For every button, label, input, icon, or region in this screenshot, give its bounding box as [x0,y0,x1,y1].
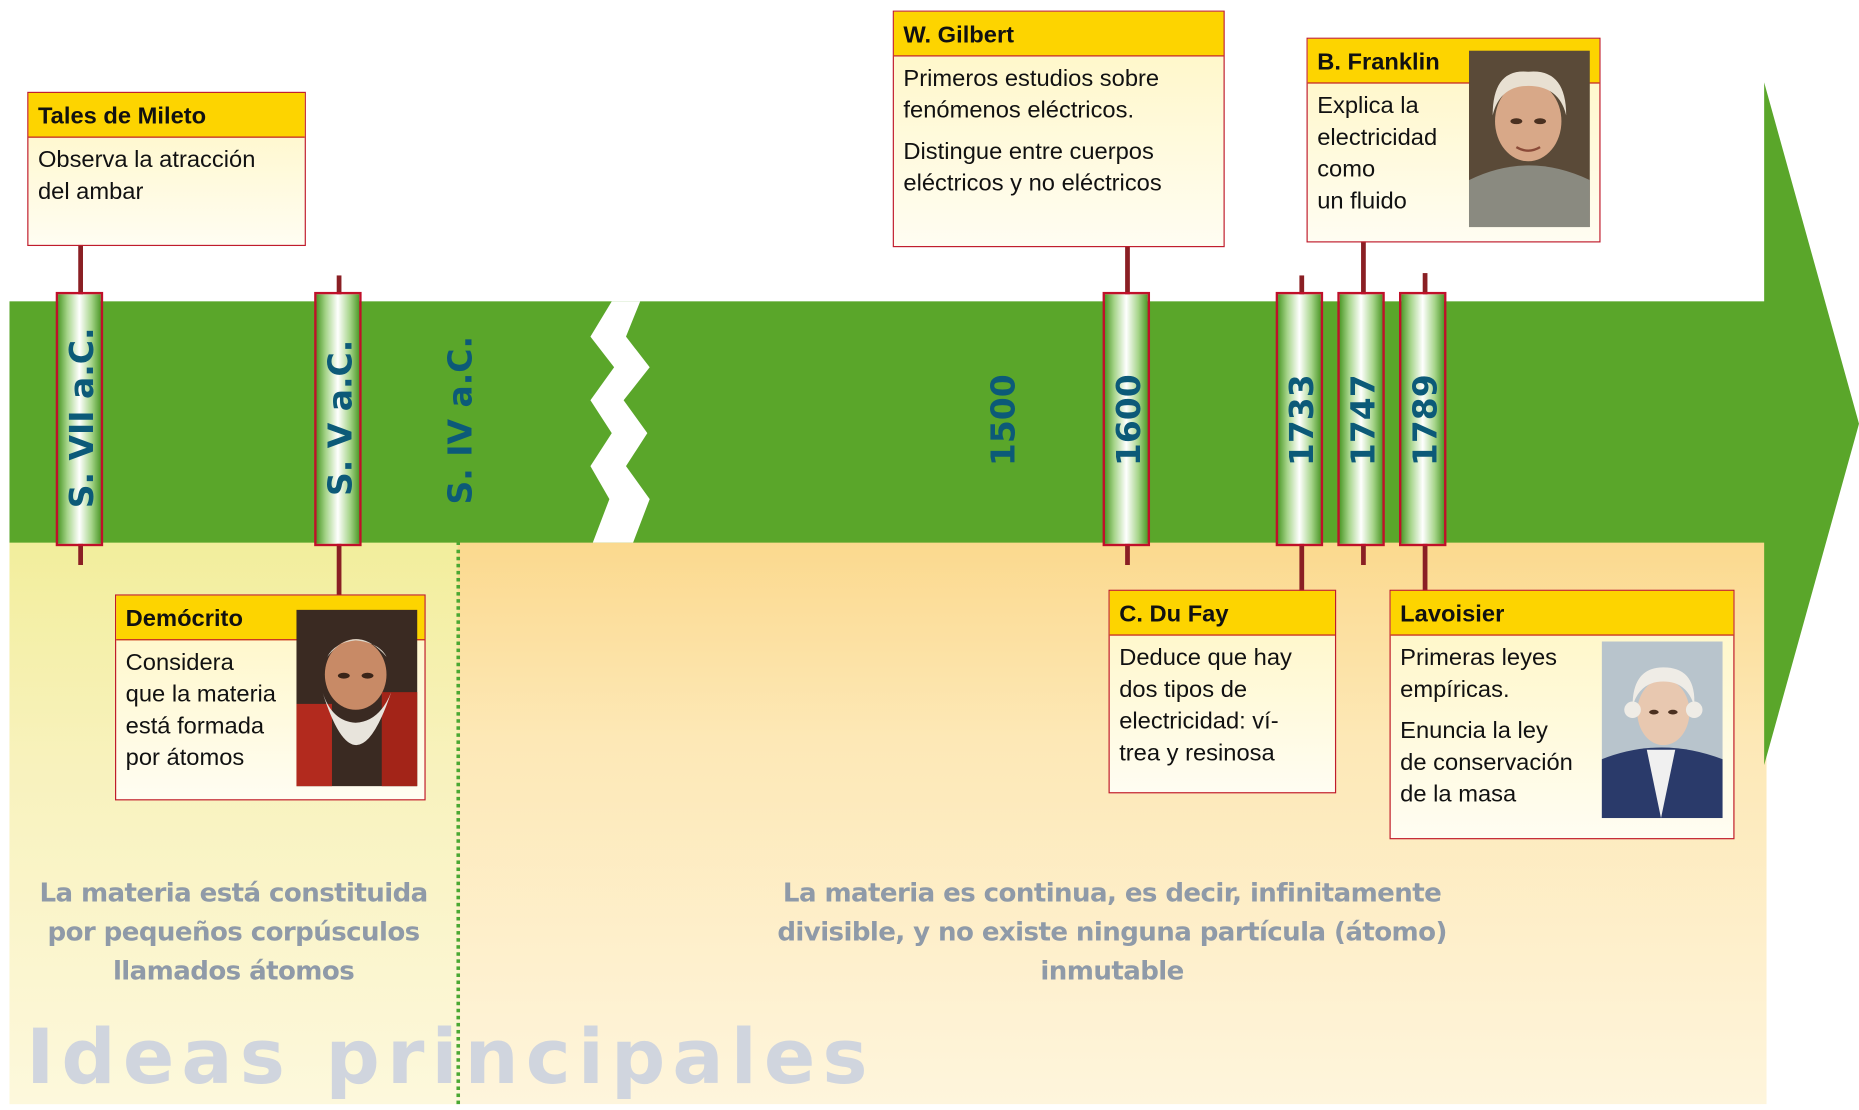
marker-1789: 1789 [1405,374,1445,467]
tube-1600 [1102,291,1151,547]
event-lavoisier-name: Lavoisier [1390,590,1734,636]
event-tales-name: Tales de Mileto [28,92,305,138]
event-tales-text: Observa la atracción del ambar [37,147,256,205]
tube-1747 [1337,291,1385,547]
tube-s5 [314,291,362,547]
tube-1733 [1275,291,1324,547]
marker-s5: S. V a.C. [320,339,360,496]
event-gilbert-text1: Primeros estudios sobre fenómenos eléctr… [903,65,1160,124]
marker-1733: 1733 [1282,374,1322,467]
marker-s4: S. IV a.C. [440,335,480,505]
event-lavoisier: Lavoisier Primeras leyes empíricas. Enun… [1389,589,1735,840]
marker-1500: 1500 [983,374,1023,467]
event-dufay-name: C. Du Fay [1109,590,1335,636]
timeline-band [9,301,1767,543]
franklin-portrait [1468,50,1590,228]
lavoisier-portrait [1601,641,1723,819]
event-lavoisier-text1: Primeras leyes empíricas. [1400,645,1557,703]
event-dufay-text: Deduce que hay dos tipos de electricidad… [1119,645,1292,767]
marker-1600: 1600 [1109,374,1149,467]
event-democrito-text: Considera que la materia está formada po… [125,649,276,771]
marker-1747: 1747 [1343,374,1383,467]
event-tales: Tales de Mileto Observa la atracción del… [27,91,306,247]
tube-1789 [1398,291,1447,547]
event-dufay: C. Du Fay Deduce que hay dos tipos de el… [1108,589,1337,794]
idea-atomic: La materia está constituida por pequeños… [39,879,428,987]
timeline-break [590,301,650,543]
arrow-head [1764,82,1859,766]
idea-continuous: La materia es continua, es decir, infini… [777,879,1447,987]
marker-s7: S. VII a.C. [62,327,102,509]
event-gilbert-text2: Distingue entre cuerpos eléctricos y no … [903,138,1162,197]
event-gilbert-name: W. Gilbert [893,11,1224,57]
era-divider [456,541,461,1105]
event-democrito: Demócrito Considera que la materia está … [115,594,426,801]
tube-s7 [55,291,104,547]
event-franklin: B. Franklin Explica la electricidad como… [1306,37,1601,243]
ideas-heading: Ideas principales [26,1014,875,1102]
event-gilbert: W. Gilbert Primeros estudios sobre fenóm… [892,10,1225,248]
democrito-portrait [296,609,418,787]
event-lavoisier-text2: Enuncia la ley de conservación de la mas… [1400,718,1573,808]
event-franklin-text: Explica la electricidad como un fluido [1317,92,1438,215]
